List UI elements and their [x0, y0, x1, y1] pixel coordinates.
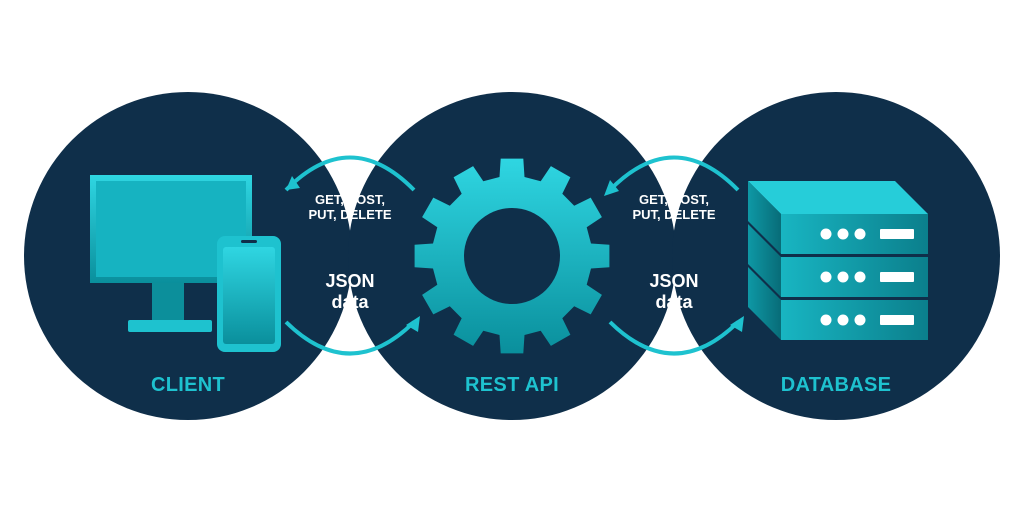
right-request-line-2: PUT, DELETE: [632, 206, 716, 222]
left-request-line-2: PUT, DELETE: [308, 206, 392, 222]
right-response-arrowhead: [730, 316, 744, 332]
left-response-line-1: JSON: [325, 271, 375, 291]
left-response-line-2: data: [331, 291, 369, 312]
left-request-arrowhead: [286, 176, 300, 190]
right-response-arrow: [608, 320, 740, 356]
right-response-line-1: JSON: [649, 271, 699, 291]
left-request-label: GET, POST, PUT, DELETE: [295, 192, 405, 223]
monitor-icon: [90, 175, 252, 332]
right-request-arrowhead: [604, 180, 619, 196]
gear-icon: [414, 158, 610, 354]
database-title: DATABASE: [780, 374, 892, 396]
left-response-arrowhead: [406, 316, 420, 332]
right-request-label: GET, POST, PUT, DELETE: [619, 192, 729, 223]
client-title: CLIENT: [150, 374, 226, 396]
right-request-arrow: [608, 155, 740, 192]
left-request-arrow: [284, 155, 416, 192]
left-response-label: JSON data: [295, 271, 405, 312]
right-response-label: JSON data: [619, 271, 729, 312]
left-request-line-1: GET, POST,: [314, 192, 386, 207]
gear-hole: [464, 208, 560, 304]
phone-icon: [217, 236, 281, 352]
left-response-arrow: [284, 320, 416, 356]
api-title: REST API: [465, 374, 559, 396]
database-circle: [672, 92, 1000, 420]
right-response-line-2: data: [655, 291, 693, 312]
server-stack-icon: [748, 181, 928, 340]
right-request-line-1: GET, POST,: [638, 192, 710, 207]
